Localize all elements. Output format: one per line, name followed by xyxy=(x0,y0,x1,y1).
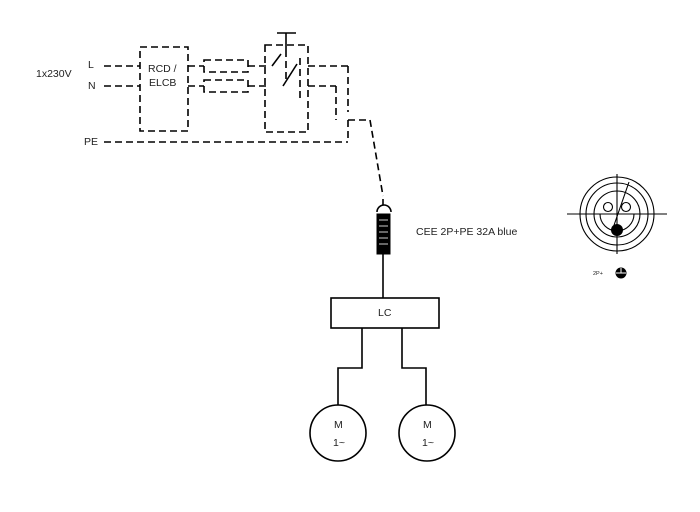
protective-earth-label: PE xyxy=(84,136,98,148)
motor-2-letter: M xyxy=(423,419,432,431)
cee-socket-face-icon xyxy=(567,174,667,254)
motor-2-symbol xyxy=(398,404,456,462)
motor-2: M 1~ xyxy=(398,404,456,462)
rcd-label: RCD / xyxy=(148,63,177,75)
motor-2-phase: 1~ xyxy=(422,437,434,449)
motor-1-symbol xyxy=(309,404,367,462)
motor-1-letter: M xyxy=(334,419,343,431)
rcd-elcb-box xyxy=(139,46,189,132)
plug-spec-label: CEE 2P+PE 32A blue xyxy=(416,226,517,238)
load-controller-label: LC xyxy=(378,307,392,319)
supply-voltage-label: 1x230V xyxy=(36,68,72,80)
elcb-label: ELCB xyxy=(149,77,176,89)
motor-1: M 1~ xyxy=(309,404,367,462)
main-switch xyxy=(264,32,348,133)
cee-plug-icon xyxy=(376,199,392,298)
motor-1-feed xyxy=(337,328,363,405)
cable-run xyxy=(104,66,384,197)
load-controller-box xyxy=(330,297,440,329)
motor-1-phase: 1~ xyxy=(333,437,345,449)
earth-pin-icon xyxy=(615,267,627,279)
motor-2-feed xyxy=(401,328,427,405)
line-conductor-label: L xyxy=(88,59,94,71)
neutral-conductor-label: N xyxy=(88,80,96,92)
fuse-pair xyxy=(188,59,266,93)
socket-legend-label: 2P+ xyxy=(593,271,603,277)
